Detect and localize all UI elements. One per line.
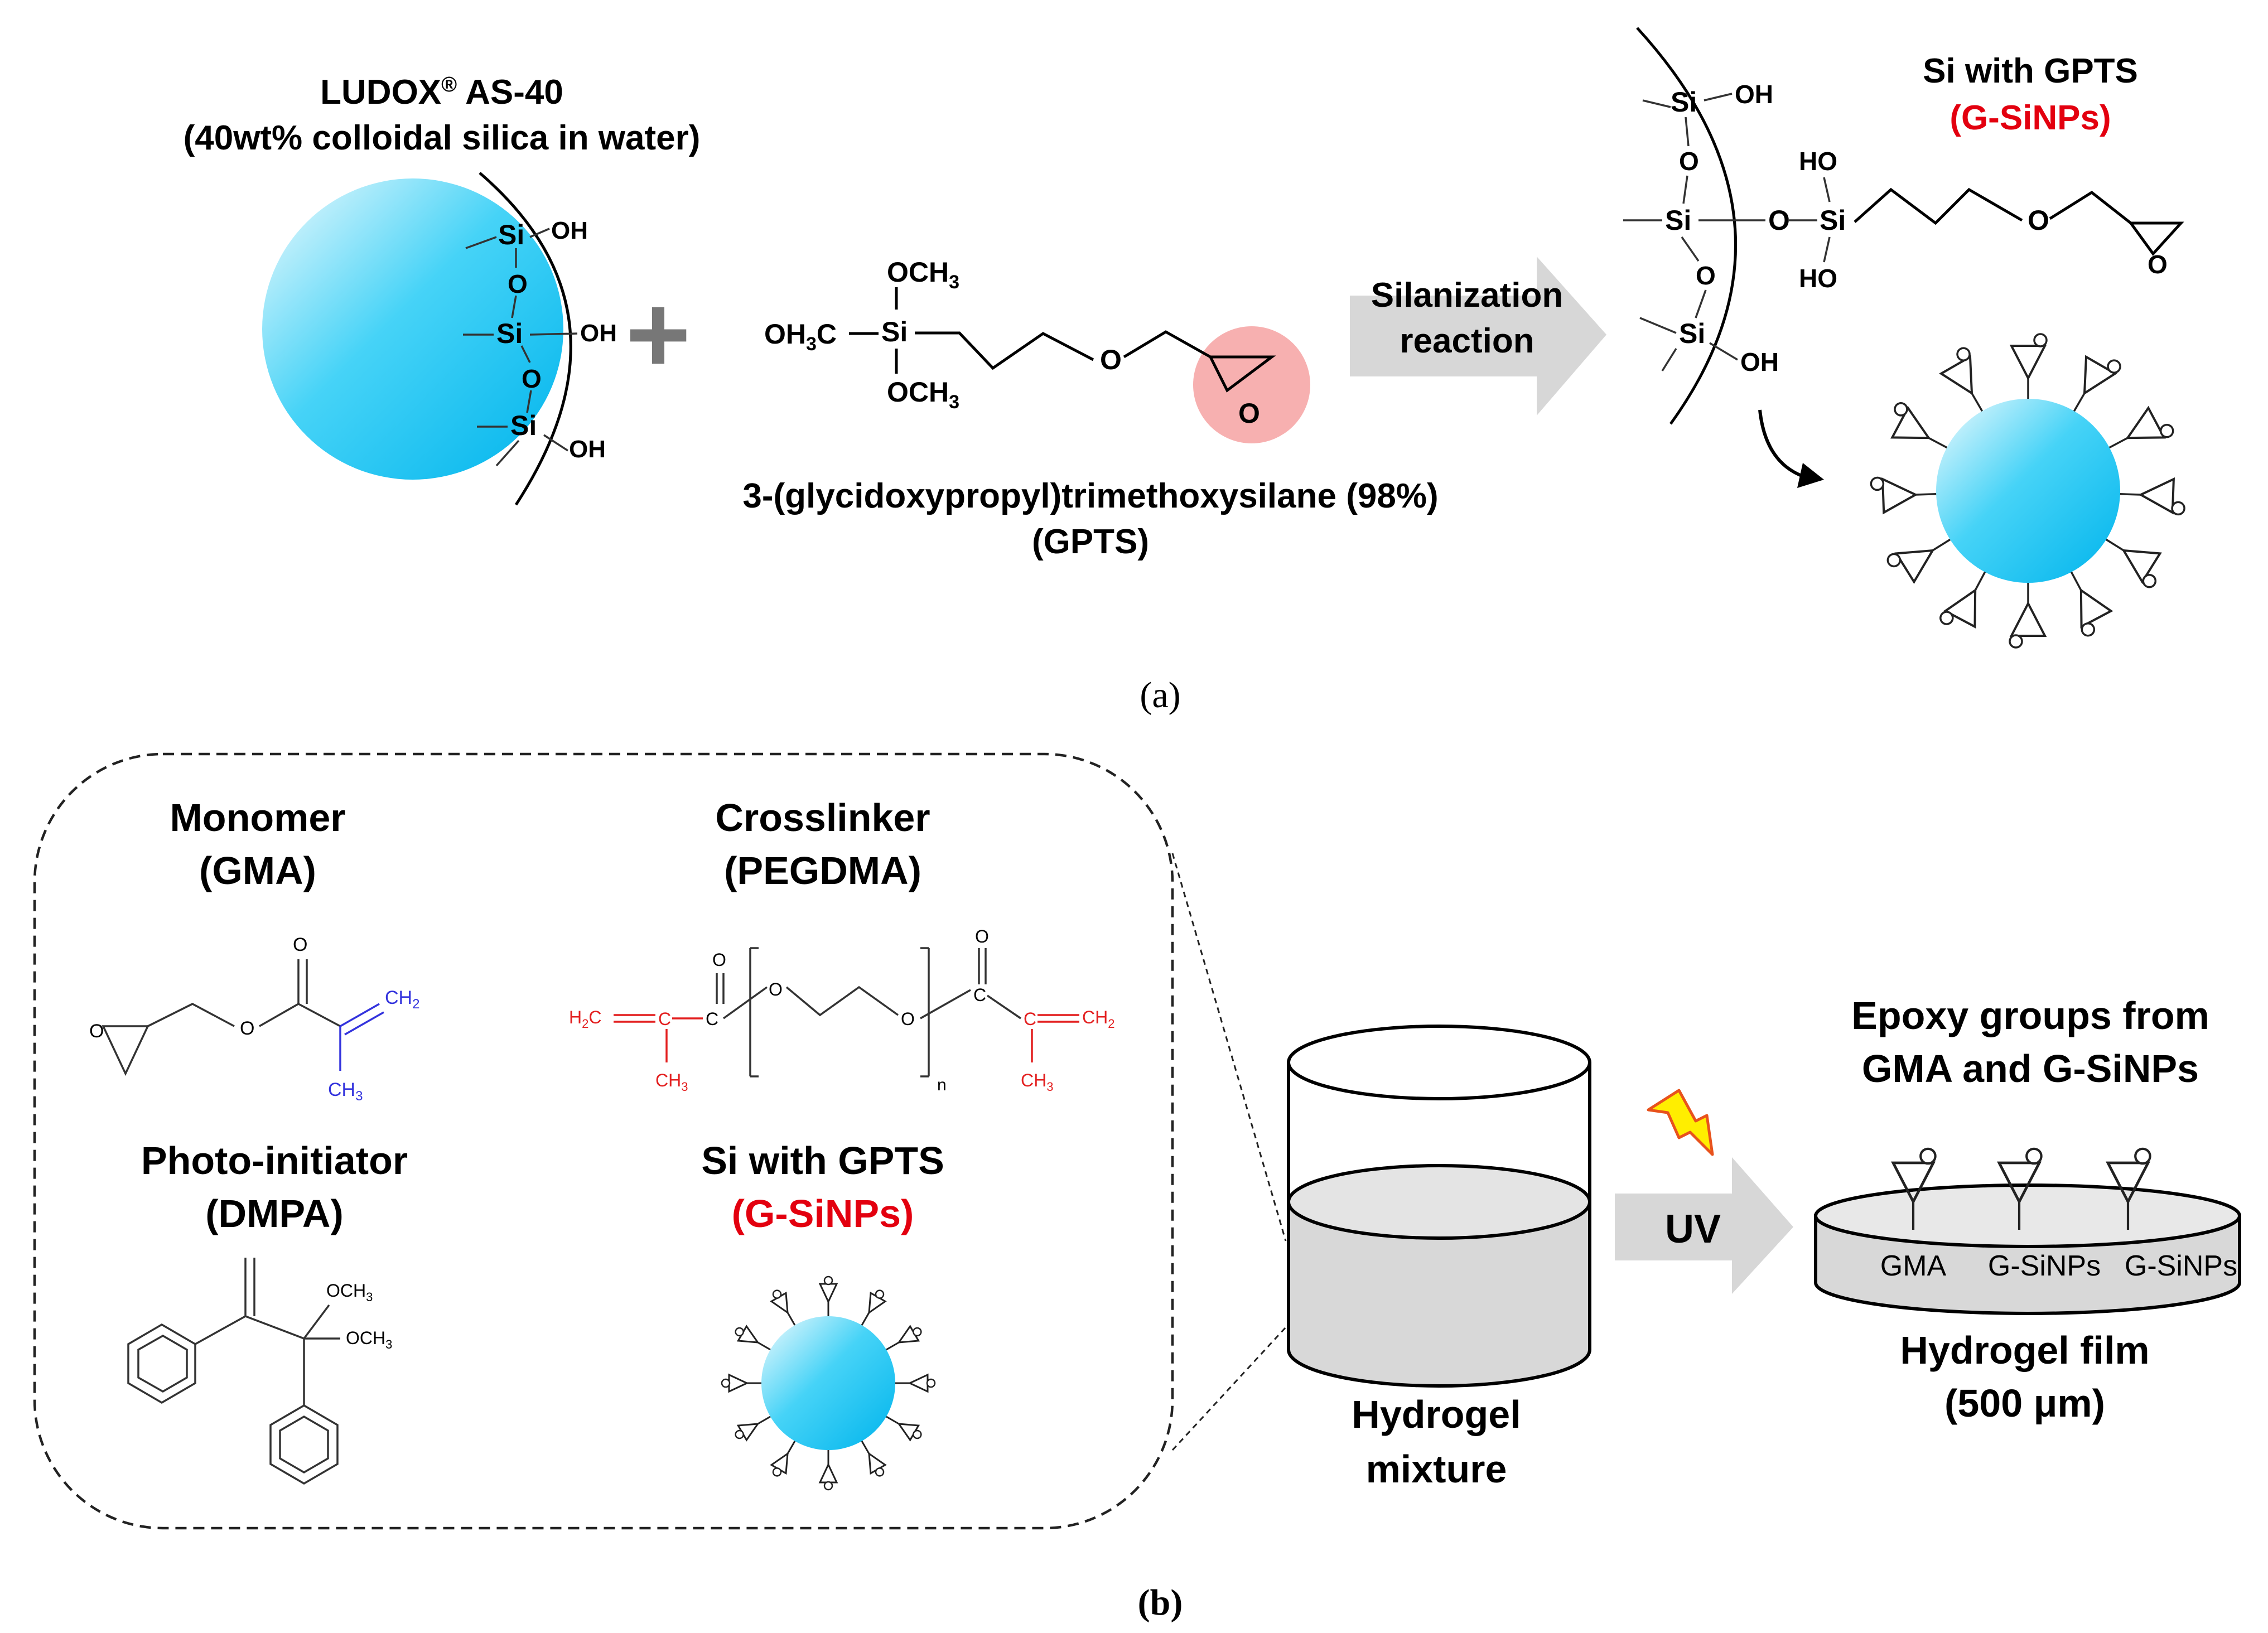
svg-text:CH2: CH2 bbox=[1082, 1007, 1114, 1031]
hydrogel-film bbox=[1814, 1183, 2241, 1315]
panel-a: LUDOX® AS-40 (40wt% colloidal silica in … bbox=[184, 27, 2185, 716]
photoinitiator-abbreviation: (DMPA) bbox=[205, 1192, 344, 1235]
film-label-gsinps-1: G-SiNPs bbox=[1988, 1250, 2101, 1282]
curved-arrow bbox=[1758, 409, 1806, 479]
g-sinp-particle-large bbox=[1871, 333, 2185, 649]
svg-text:Si: Si bbox=[1679, 318, 1705, 349]
silanization-label-line2: reaction bbox=[1400, 322, 1534, 360]
film-bottom-line2: (500 μm) bbox=[1944, 1381, 2105, 1425]
svg-text:C: C bbox=[1024, 1009, 1036, 1029]
film-top-line2: GMA and G-SiNPs bbox=[1862, 1047, 2199, 1090]
monomer-abbreviation: (GMA) bbox=[199, 849, 316, 892]
svg-text:OH: OH bbox=[551, 217, 588, 244]
svg-text:OCH3: OCH3 bbox=[326, 1281, 373, 1304]
svg-text:O: O bbox=[1238, 398, 1260, 429]
uv-label: UV bbox=[1665, 1207, 1721, 1252]
film-label-gsinps-2: G-SiNPs bbox=[2125, 1250, 2237, 1282]
film-label-gma: GMA bbox=[1880, 1250, 1947, 1282]
zoom-line-top bbox=[1171, 853, 1287, 1241]
product-title: Si with GPTS bbox=[1923, 52, 2138, 90]
silanization-label-line1: Silanization bbox=[1371, 276, 1563, 315]
g-sinp-particle-small bbox=[721, 1276, 936, 1491]
plus-sign: + bbox=[626, 272, 691, 397]
svg-text:O: O bbox=[508, 269, 528, 298]
crosslinker-label: Crosslinker bbox=[715, 796, 930, 839]
svg-text:CH3: CH3 bbox=[1021, 1070, 1053, 1094]
curved-arrow-head bbox=[1797, 463, 1824, 488]
crosslinker-abbreviation: (PEGDMA) bbox=[724, 849, 921, 892]
svg-text:C: C bbox=[658, 1009, 671, 1029]
silica-surface-groups: Si OH O Si OH O Si OH bbox=[463, 217, 617, 467]
hydrogel-beaker bbox=[1287, 1025, 1591, 1388]
dmpa-structure: OCH3 OCH3 bbox=[127, 1258, 392, 1485]
ludox-title: LUDOX® AS-40 bbox=[320, 73, 563, 112]
svg-text:OH3C: OH3C bbox=[764, 318, 837, 355]
svg-text:OCH3: OCH3 bbox=[887, 257, 959, 293]
sinp-abbreviation: (G-SiNPs) bbox=[732, 1192, 914, 1235]
svg-text:HO: HO bbox=[1799, 264, 1837, 293]
svg-text:O: O bbox=[1696, 261, 1716, 290]
svg-text:Si: Si bbox=[498, 219, 524, 250]
svg-text:O: O bbox=[901, 1009, 915, 1029]
silica-sphere bbox=[262, 178, 563, 480]
svg-text:O: O bbox=[89, 1021, 104, 1042]
caption-a: (a) bbox=[1140, 675, 1180, 716]
svg-text:OCH3: OCH3 bbox=[346, 1328, 392, 1351]
svg-text:C: C bbox=[973, 985, 986, 1005]
film-top-line1: Epoxy groups from bbox=[1851, 994, 2209, 1037]
gma-structure: O O O CH2 CH3 bbox=[89, 934, 419, 1104]
svg-text:Si: Si bbox=[510, 410, 537, 441]
svg-text:O: O bbox=[1100, 344, 1122, 375]
mixture-label-line2: mixture bbox=[1366, 1447, 1507, 1491]
svg-text:O: O bbox=[1768, 205, 1790, 236]
svg-text:Si: Si bbox=[881, 316, 908, 347]
svg-text:CH2: CH2 bbox=[385, 987, 419, 1012]
svg-text:OH: OH bbox=[569, 436, 606, 463]
photoinitiator-label: Photo-initiator bbox=[141, 1139, 408, 1182]
svg-text:CH3: CH3 bbox=[328, 1079, 363, 1104]
svg-text:O: O bbox=[2148, 250, 2168, 279]
svg-text:O: O bbox=[522, 364, 542, 393]
svg-text:Si: Si bbox=[496, 318, 523, 349]
lightning-bolt-icon bbox=[1647, 1089, 1714, 1156]
svg-text:n: n bbox=[937, 1076, 947, 1094]
zoom-line-bottom bbox=[1171, 1326, 1287, 1451]
svg-text:O: O bbox=[712, 950, 726, 970]
uv-arrow bbox=[1615, 1157, 1793, 1294]
svg-text:O: O bbox=[975, 926, 989, 946]
product-abbreviation: (G-SiNPs) bbox=[1949, 99, 2111, 137]
svg-text:OH: OH bbox=[1735, 80, 1773, 109]
svg-text:O: O bbox=[769, 979, 783, 999]
pegdma-structure: H2C C CH3 C O O O n C O bbox=[569, 926, 1114, 1094]
svg-text:CH3: CH3 bbox=[655, 1070, 688, 1094]
silica-surface-arc bbox=[479, 172, 572, 506]
svg-text:Si: Si bbox=[1820, 205, 1846, 236]
svg-text:Si: Si bbox=[1671, 86, 1697, 118]
gpts-abbreviation: (GPTS) bbox=[1032, 523, 1149, 561]
caption-b: (b) bbox=[1138, 1582, 1183, 1623]
ludox-description: (40wt% colloidal silica in water) bbox=[184, 119, 701, 157]
svg-text:Si: Si bbox=[1665, 205, 1691, 236]
svg-text:O: O bbox=[240, 1018, 254, 1039]
silanization-arrow bbox=[1350, 257, 1606, 416]
components-box bbox=[33, 752, 1174, 1530]
gpts-name: 3-(glycidoxypropyl)trimethoxysilane (98%… bbox=[742, 477, 1438, 515]
film-bottom-line1: Hydrogel film bbox=[1900, 1328, 2149, 1372]
product-surface-structure: Si OH O Si O Si HO HO O O O Si OH bbox=[1623, 27, 2184, 425]
svg-text:HO: HO bbox=[1799, 147, 1837, 176]
gpts-structure: OCH3 OH3C Si OCH3 O O bbox=[764, 257, 1310, 443]
svg-text:O: O bbox=[1679, 147, 1699, 176]
svg-text:H2C: H2C bbox=[569, 1007, 601, 1031]
svg-text:OCH3: OCH3 bbox=[887, 376, 959, 413]
svg-text:O: O bbox=[2028, 205, 2049, 236]
mixture-label-line1: Hydrogel bbox=[1352, 1393, 1521, 1436]
svg-text:OH: OH bbox=[580, 320, 617, 347]
svg-text:C: C bbox=[706, 1009, 718, 1029]
svg-text:O: O bbox=[293, 934, 307, 955]
sinp-label: Si with GPTS bbox=[701, 1139, 944, 1182]
svg-text:OH: OH bbox=[1740, 347, 1779, 376]
panel-b: Monomer (GMA) O O O CH2 CH3 Photo-initia… bbox=[33, 752, 2241, 1623]
monomer-label: Monomer bbox=[170, 796, 346, 839]
